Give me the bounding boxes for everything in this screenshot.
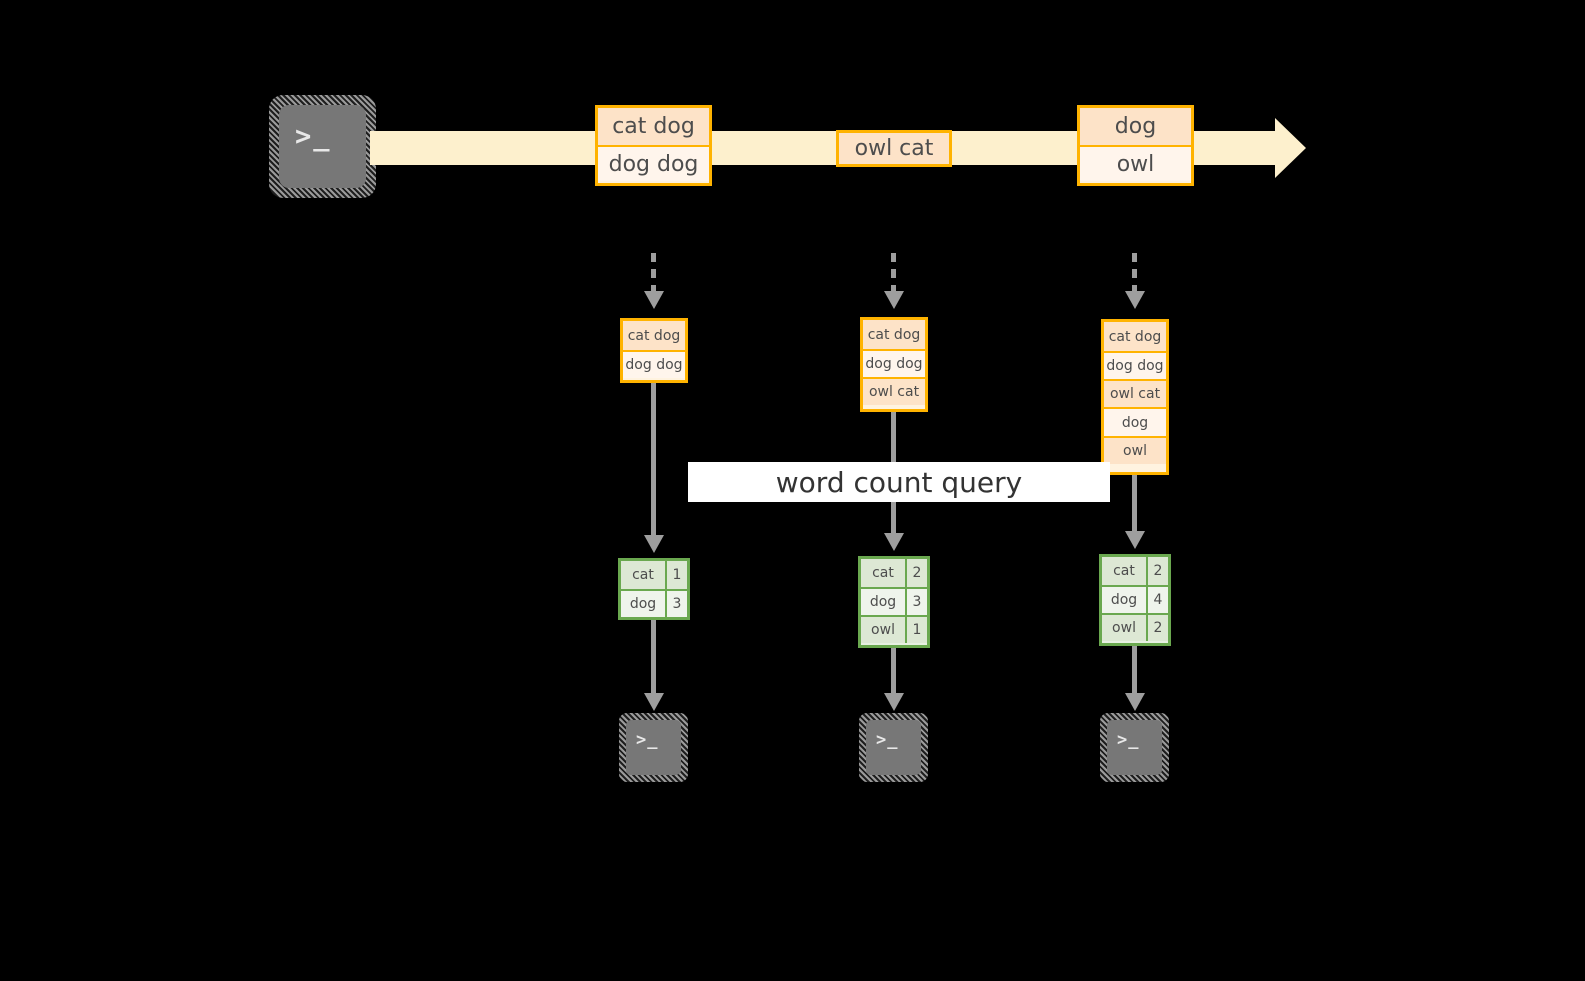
result-row: dog 3 bbox=[861, 587, 927, 615]
result-word: dog bbox=[621, 591, 665, 617]
trigger-2-dashed-arrowhead bbox=[884, 291, 904, 309]
stream-message-line: owl bbox=[1080, 145, 1191, 181]
trigger-2-dashed-connector bbox=[891, 253, 896, 293]
result-count: 3 bbox=[905, 589, 927, 615]
trigger-2-sink-terminal-icon: >_ bbox=[859, 713, 928, 782]
accumulated-message-line: owl cat bbox=[863, 377, 925, 405]
result-count: 2 bbox=[1146, 557, 1168, 585]
result-row: cat 2 bbox=[1102, 557, 1168, 585]
trigger-1-accumulated-messages: cat dog dog dog bbox=[620, 318, 688, 383]
result-word: cat bbox=[1102, 557, 1146, 585]
terminal-prompt-glyph: >_ bbox=[636, 730, 659, 750]
result-count: 4 bbox=[1146, 587, 1168, 613]
accumulated-message-line: dog bbox=[1104, 407, 1166, 436]
trigger-3-accumulated-messages: cat dog dog dog owl cat dog owl bbox=[1101, 319, 1169, 475]
trigger-3-sink-terminal-icon: >_ bbox=[1100, 713, 1169, 782]
stream-message-group-1: cat dog dog dog bbox=[595, 105, 712, 186]
accumulated-message-line: owl bbox=[1104, 436, 1166, 464]
trigger-3-dashed-connector bbox=[1132, 253, 1137, 293]
result-count: 3 bbox=[665, 591, 687, 617]
result-count: 1 bbox=[905, 617, 927, 643]
stream-message-line: dog bbox=[1080, 108, 1191, 145]
trigger-3-query-arrowhead bbox=[1125, 531, 1145, 549]
terminal-body bbox=[279, 105, 366, 188]
result-word: owl bbox=[1102, 615, 1146, 641]
terminal-prompt-glyph: >_ bbox=[295, 121, 332, 152]
trigger-1-dashed-connector bbox=[651, 253, 656, 293]
result-count: 1 bbox=[665, 561, 687, 589]
trigger-1-sink-terminal-icon: >_ bbox=[619, 713, 688, 782]
trigger-1-query-arrowhead bbox=[644, 535, 664, 553]
terminal-body bbox=[626, 720, 681, 775]
result-row: owl 2 bbox=[1102, 613, 1168, 641]
stream-arrow-head bbox=[1275, 118, 1306, 178]
query-label-band: word count query bbox=[688, 462, 1110, 502]
trigger-3-sink-arrowhead bbox=[1125, 693, 1145, 711]
source-terminal-icon: >_ bbox=[269, 95, 376, 198]
accumulated-message-line: dog dog bbox=[1104, 351, 1166, 379]
result-row: dog 4 bbox=[1102, 585, 1168, 613]
trigger-2-sink-arrowhead bbox=[884, 693, 904, 711]
trigger-3-query-connector bbox=[1132, 475, 1137, 533]
accumulated-message-line: owl cat bbox=[1104, 379, 1166, 407]
trigger-2-accumulated-messages: cat dog dog dog owl cat bbox=[860, 317, 928, 412]
terminal-prompt-glyph: >_ bbox=[1117, 730, 1140, 750]
accumulated-message-line: dog dog bbox=[863, 349, 925, 377]
accumulated-message-line: cat dog bbox=[1104, 322, 1166, 351]
terminal-body bbox=[866, 720, 921, 775]
result-word: cat bbox=[861, 559, 905, 587]
trigger-2-sink-connector bbox=[891, 648, 896, 695]
trigger-1-dashed-arrowhead bbox=[644, 291, 664, 309]
trigger-2-query-arrowhead bbox=[884, 533, 904, 551]
trigger-3-sink-connector bbox=[1132, 646, 1137, 695]
result-row: owl 1 bbox=[861, 615, 927, 643]
result-word: dog bbox=[1102, 587, 1146, 613]
result-count: 2 bbox=[905, 559, 927, 587]
result-word: dog bbox=[861, 589, 905, 615]
trigger-1-query-connector bbox=[651, 383, 656, 537]
accumulated-message-line: cat dog bbox=[863, 320, 925, 349]
query-label-text: word count query bbox=[775, 465, 1023, 499]
trigger-3-dashed-arrowhead bbox=[1125, 291, 1145, 309]
stream-message-group-3: dog owl bbox=[1077, 105, 1194, 186]
trigger-1-sink-arrowhead bbox=[644, 693, 664, 711]
stream-message-line: dog dog bbox=[598, 145, 709, 181]
trigger-3-result-table: cat 2 dog 4 owl 2 bbox=[1099, 554, 1171, 646]
result-word: cat bbox=[621, 561, 665, 589]
result-row: cat 1 bbox=[621, 561, 687, 589]
terminal-prompt-glyph: >_ bbox=[876, 730, 899, 750]
accumulated-message-line: dog dog bbox=[623, 350, 685, 378]
result-row: cat 2 bbox=[861, 559, 927, 587]
result-count: 2 bbox=[1146, 615, 1168, 641]
terminal-body bbox=[1107, 720, 1162, 775]
accumulated-message-line: cat dog bbox=[623, 321, 685, 350]
result-word: owl bbox=[861, 617, 905, 643]
trigger-1-sink-connector bbox=[651, 620, 656, 695]
stream-message-group-2: owl cat bbox=[836, 130, 952, 167]
result-row: dog 3 bbox=[621, 589, 687, 617]
trigger-2-result-table: cat 2 dog 3 owl 1 bbox=[858, 556, 930, 648]
stream-message-line: cat dog bbox=[598, 108, 709, 145]
trigger-1-result-table: cat 1 dog 3 bbox=[618, 558, 690, 620]
stream-message-line: owl cat bbox=[839, 133, 949, 164]
